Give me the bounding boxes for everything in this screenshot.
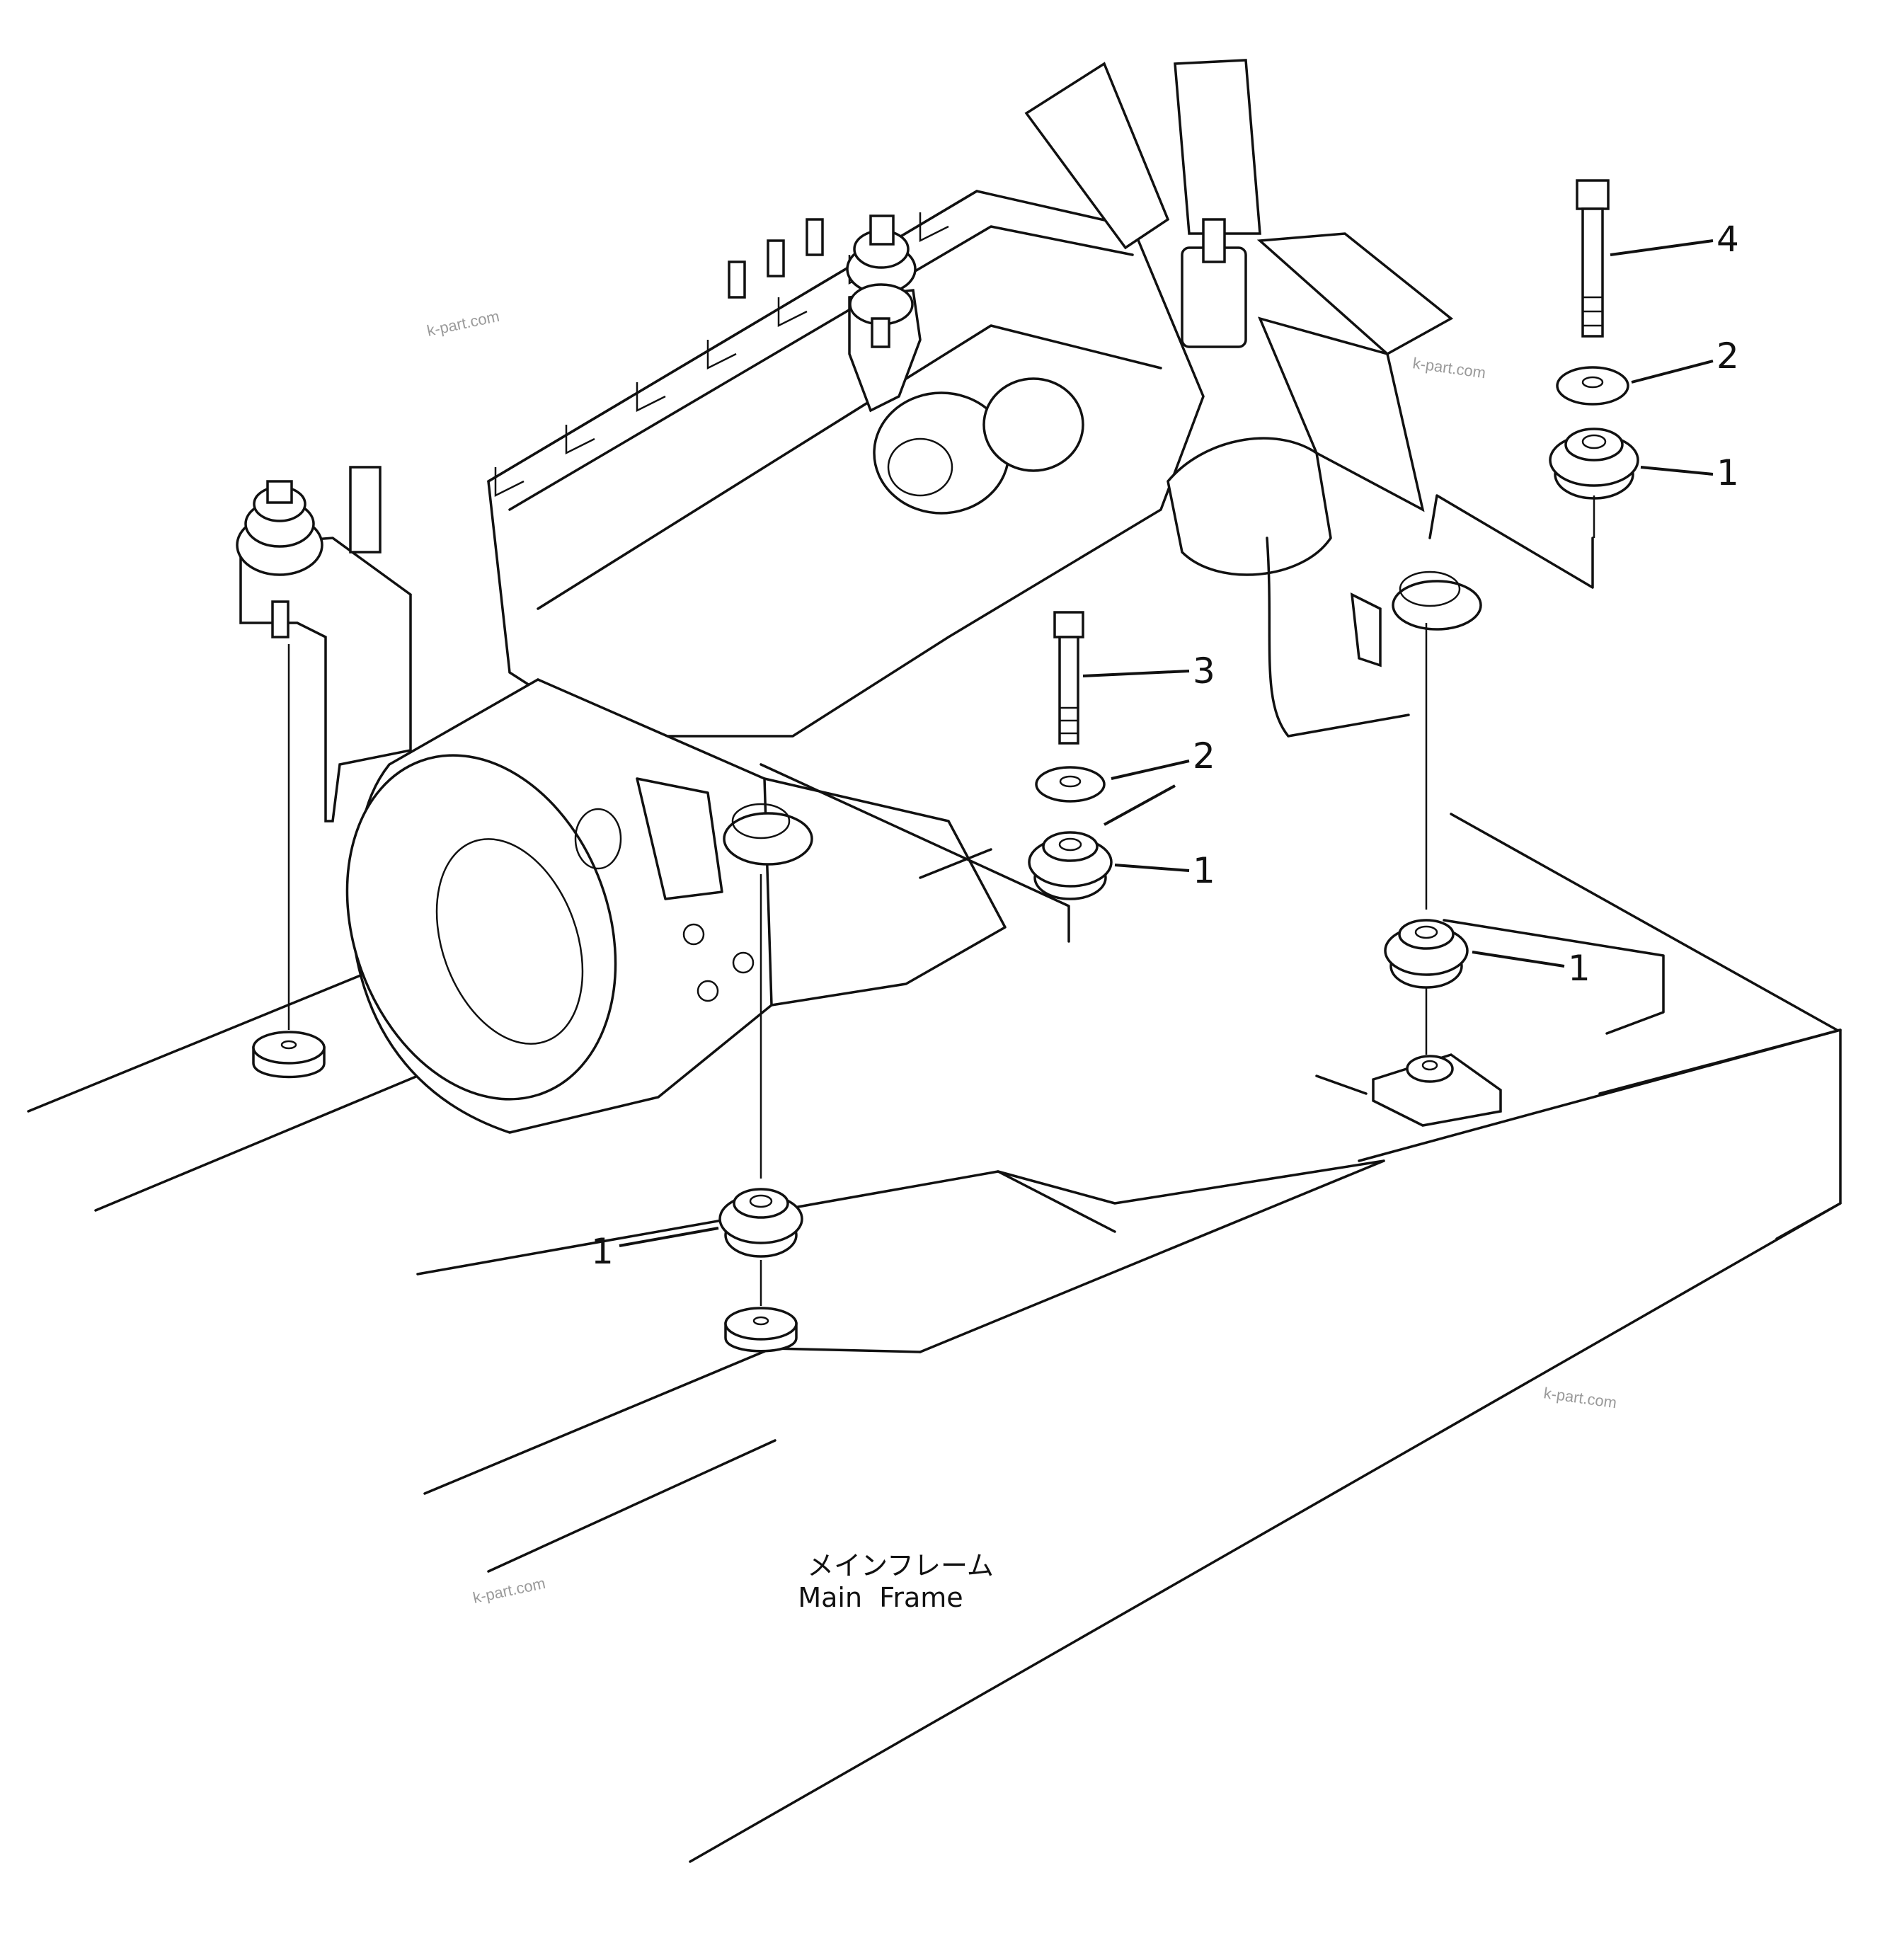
frame-seat-right	[1372, 1053, 1502, 1127]
callout-label-1-left-lower: 1	[591, 1231, 614, 1272]
front-top-mount-assembled	[846, 214, 922, 413]
main-frame-label-en: Main Frame	[798, 1582, 963, 1613]
callout-label-1-right-lower: 1	[1568, 948, 1590, 989]
callout-label-1-center: 1	[1193, 850, 1215, 891]
watermark: k-part.com	[1542, 1384, 1617, 1411]
engine-bracket-right	[1350, 494, 1594, 667]
callout-3: 3	[1082, 651, 1215, 692]
callout-1-upper-right: 1	[1640, 452, 1739, 493]
watermark: k-part.com	[471, 1574, 547, 1607]
callout-label-3: 3	[1193, 651, 1215, 692]
mount-rubber-1-center	[1028, 831, 1113, 900]
callout-1-left-lower: 1	[591, 1227, 719, 1272]
washer-2-center	[1035, 766, 1106, 803]
bolt-4	[1576, 179, 1610, 338]
mount-rubber-1-right-lower	[1384, 919, 1469, 989]
watermark: k-part.com	[1411, 354, 1486, 382]
callout-label-1-upper-right: 1	[1716, 452, 1739, 493]
callout-label-4: 4	[1716, 219, 1739, 260]
engine-bracket-center	[723, 763, 1070, 943]
mount-rubber-1-upper-right	[1549, 428, 1639, 500]
callout-4: 4	[1610, 219, 1739, 260]
callout-label-2-upper: 2	[1716, 336, 1739, 377]
bolt-3	[1053, 611, 1084, 745]
frame-seat-center	[724, 1307, 798, 1353]
main-frame-outline	[27, 813, 1842, 1863]
frame-seat-left	[252, 1031, 326, 1079]
callout-label-2-center: 2	[1193, 735, 1215, 776]
watermark: k-part.com	[425, 307, 501, 340]
main-frame-label-jp: メインフレーム	[807, 1550, 994, 1581]
callout-2-center: 2	[1104, 735, 1215, 826]
rear-left-mount-assembled	[236, 466, 412, 823]
assembly-axis-lines	[287, 495, 1595, 1306]
engine-assembly	[345, 190, 1410, 1134]
washer-2-upper	[1556, 366, 1629, 406]
callout-1-right-lower: 1	[1472, 948, 1590, 989]
callout-1-center: 1	[1114, 850, 1215, 891]
mount-rubber-1-left-lower	[718, 1188, 803, 1258]
cooling-fan	[1024, 59, 1454, 512]
callout-2-upper: 2	[1631, 336, 1739, 384]
